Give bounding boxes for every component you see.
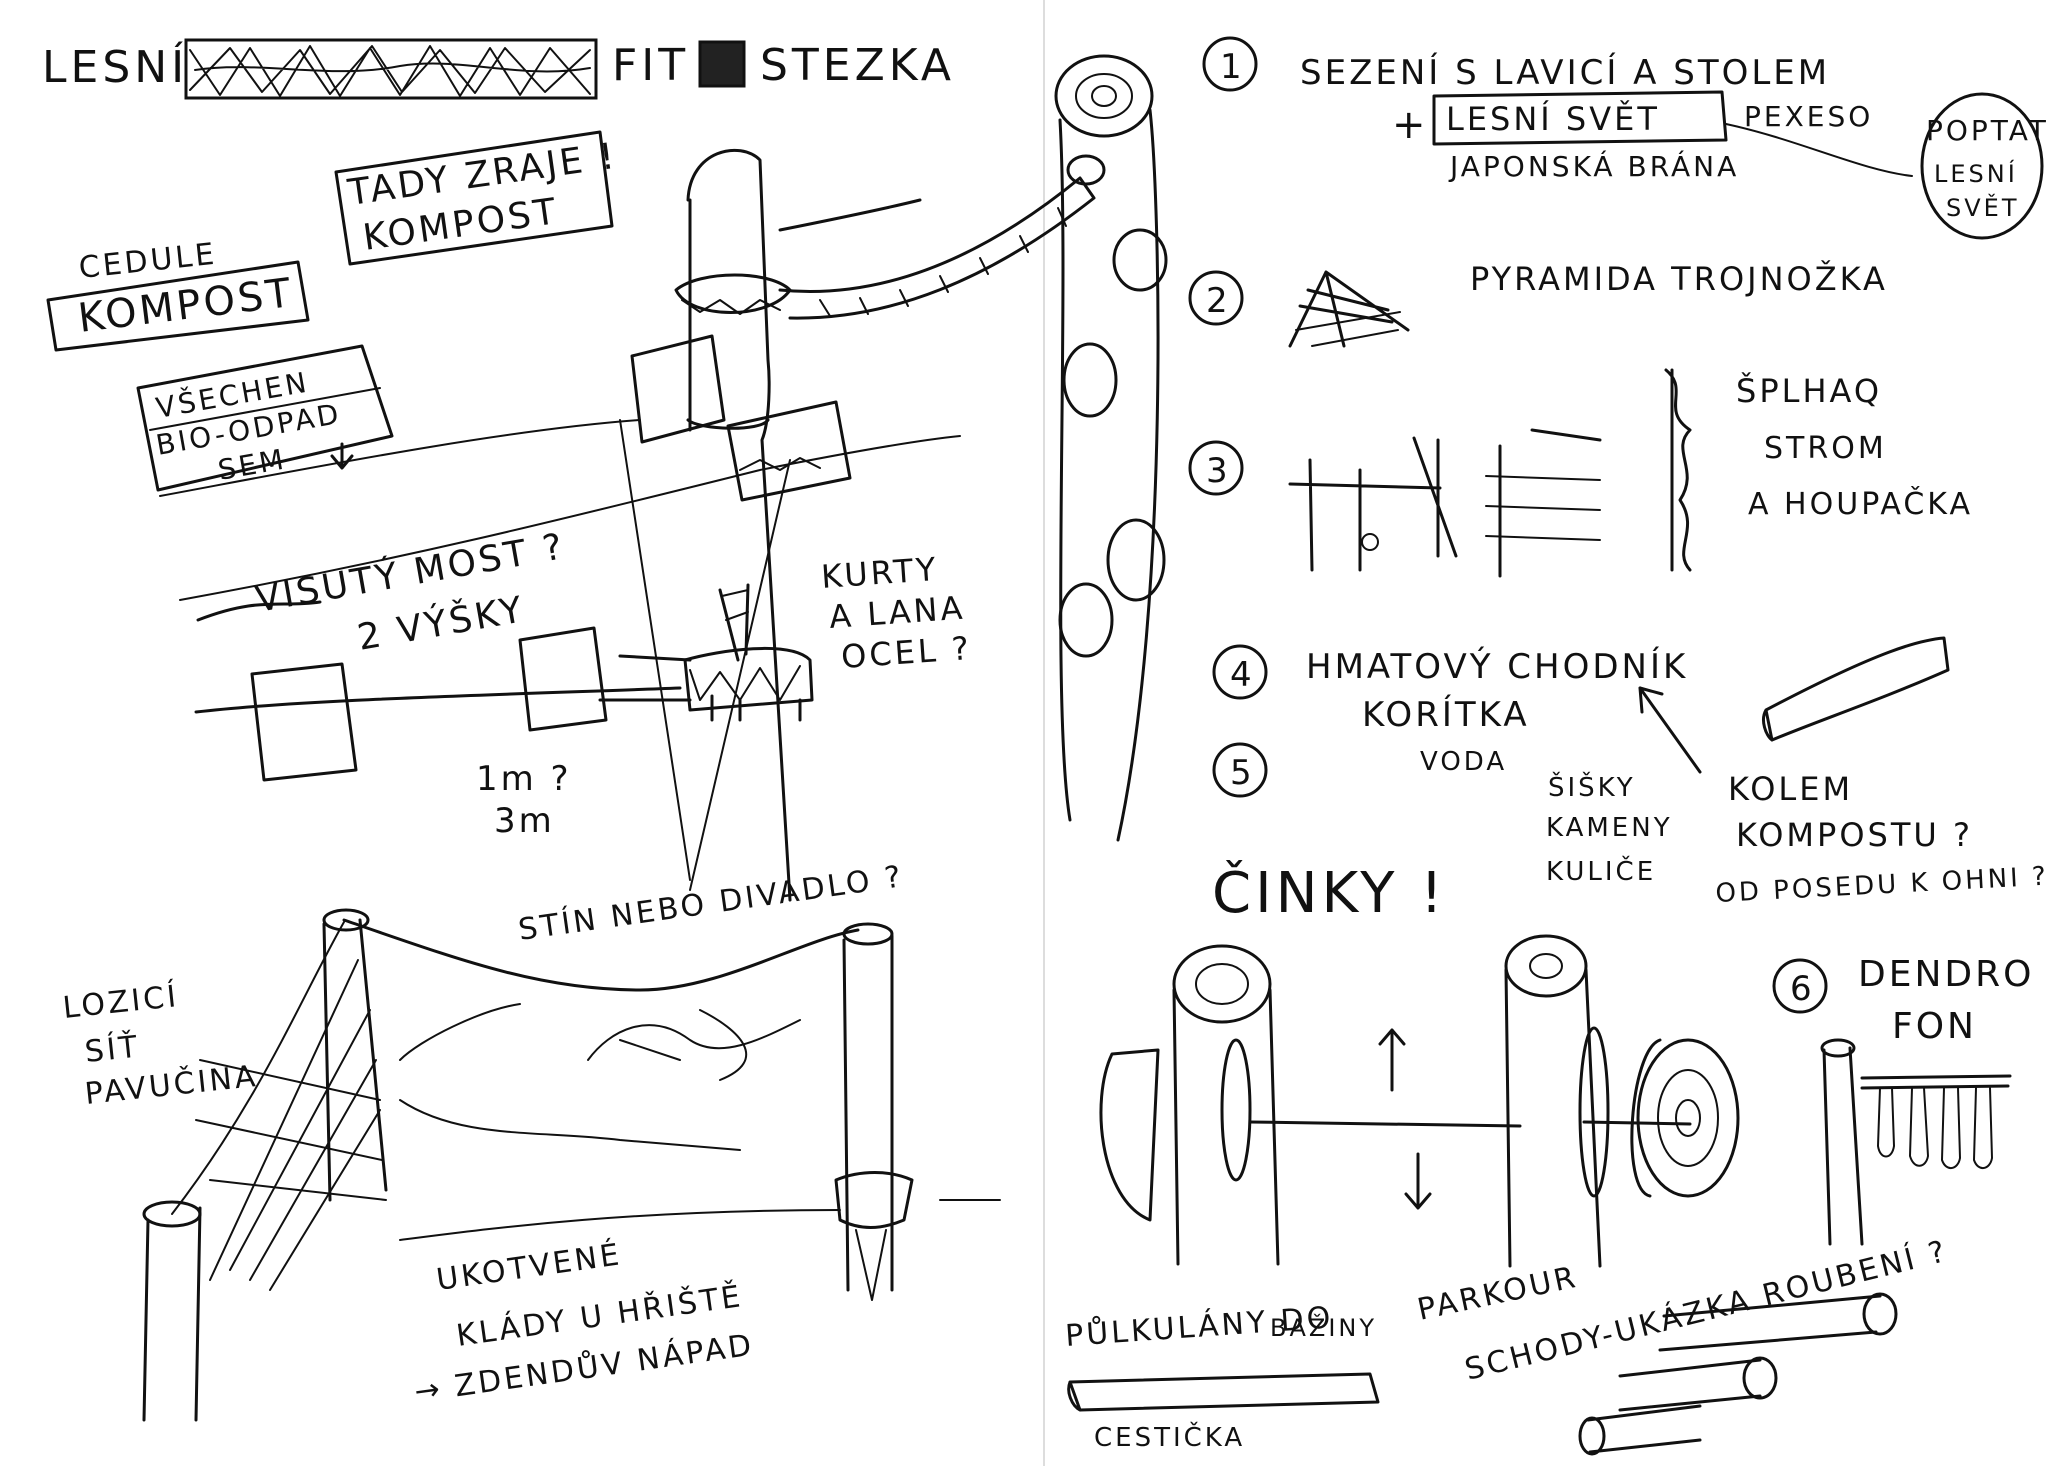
- material-1: ŠIŠKY: [1548, 771, 1636, 803]
- climb-line1: ŠPLHAQ: [1736, 371, 1882, 410]
- bio-sign: VŠECHEN BIO-ODPAD SEM: [136, 344, 394, 492]
- item-4-koritka: KORÍTKA: [1362, 694, 1530, 735]
- shade-label: STÍN NEBO DIVADLO ?: [516, 858, 906, 948]
- climbing-log: [1054, 54, 1168, 842]
- item-4-number: 4: [1230, 655, 1255, 695]
- cinky-text: ČINKY !: [1212, 861, 1447, 926]
- item-2-number: 2: [1206, 281, 1231, 321]
- item-1-pexeso: PEXESO: [1744, 100, 1873, 133]
- dimension-1m: 1m ?: [476, 759, 572, 799]
- kurty-line2: A LANA: [828, 589, 967, 636]
- cesticka-text: CESTIČKA: [1094, 1421, 1245, 1453]
- poptat-line2: LESNÍ: [1934, 159, 2018, 188]
- item-1: 1 SEZENÍ S LAVICÍ A STOLEM + LESNÍ SVĚT …: [1202, 36, 1913, 183]
- kolem-line1: KOLEM: [1728, 770, 1853, 808]
- item-1-number: 1: [1220, 47, 1245, 87]
- item-1-lesni-svet: LESNÍ SVĚT: [1446, 100, 1660, 138]
- net-line2: SÍŤ: [83, 1028, 142, 1070]
- dendrofon-line1: DENDRO: [1858, 954, 2034, 995]
- kolem-line3: OD POSEDU K OHNI ?: [1715, 862, 2048, 909]
- poptat-bubble: POPTAT LESNÍ SVĚT: [1920, 92, 2048, 240]
- parkour: PARKOUR SCHODY-UKÁZKA ROUBENÍ ?: [1414, 1233, 1951, 1456]
- shade-text: STÍN NEBO DIVADLO ?: [516, 858, 906, 948]
- item-3-number: 3: [1206, 451, 1231, 491]
- small-scribble: [698, 40, 746, 88]
- compost-tree: [159, 148, 1096, 902]
- item-6-dendrofon: 6 DENDRO FON: [1772, 954, 2034, 1246]
- pulkulany-line2: BAŽINY: [1270, 1313, 1377, 1342]
- anchored-label: UKOTVENÉ KLÁDY U HŘIŠTĚ → ZDENDŮV NÁPAD: [412, 1236, 756, 1410]
- kurty-line3: OCEL ?: [840, 629, 973, 676]
- item-6-number: 6: [1790, 969, 1815, 1009]
- schody-text: SCHODY-UKÁZKA ROUBENÍ ?: [1461, 1233, 1951, 1388]
- item-4: 4 HMATOVÝ CHODNÍK KORÍTKA VODA: [1212, 636, 1950, 777]
- item-1-japonska: JAPONSKÁ BRÁNA: [1448, 149, 1739, 183]
- material-3: KULIČE: [1546, 855, 1656, 887]
- item-1-plus: +: [1392, 102, 1429, 148]
- poptat-line3: SVĚT: [1946, 193, 2019, 222]
- title: LESNÍ FIT STEZKA: [42, 38, 955, 100]
- climb-line2: STROM: [1764, 431, 1887, 466]
- material-2: KAMENY: [1546, 813, 1673, 843]
- sign-bubble: TADY ZRAJE ! KOMPOST: [334, 130, 620, 266]
- cinky: ČINKY !: [1099, 861, 1740, 1268]
- item-1-text: SEZENÍ S LAVICÍ A STOLEM: [1300, 52, 1830, 93]
- item-4-voda: VODA: [1420, 747, 1507, 777]
- poptat-line1: POPTAT: [1926, 114, 2048, 147]
- dimension-3m: 3m: [494, 801, 555, 841]
- item-5: 5 ŠIŠKY KAMENY KULIČE: [1212, 686, 1702, 887]
- kolem-line2: KOMPOSTU ?: [1736, 816, 1973, 854]
- scribbled-out-word: [184, 38, 598, 100]
- dendrofon-line2: FON: [1892, 1006, 1977, 1047]
- title-word-fit: FIT: [612, 40, 689, 91]
- cedule-label: CEDULE KOMPOST: [46, 237, 310, 352]
- net-line1: LOZICÍ: [61, 978, 181, 1026]
- kolem-label: KOLEM KOMPOSTU ? OD POSEDU K OHNI ?: [1715, 770, 2048, 909]
- kurty-line1: KURTY: [820, 550, 940, 596]
- pulkulany: PŮLKULÁNY DO BAŽINY CESTIČKA: [1064, 1298, 1380, 1453]
- item-2-text: PYRAMIDA TROJNOŽKA: [1470, 260, 1888, 298]
- bridge-labels: VISUTÝ MOST ? 2 VÝŠKY: [196, 525, 568, 659]
- climb-line3: A HOUPAČKA: [1748, 485, 1973, 522]
- item-4-text: HMATOVÝ CHODNÍK: [1306, 646, 1688, 687]
- item-2: 2 PYRAMIDA TROJNOŽKA: [1188, 260, 1888, 348]
- kurty-label: KURTY A LANA OCEL ?: [820, 550, 973, 676]
- suspension-bridge: [194, 583, 814, 782]
- net-label: LOZICÍ SÍŤ PAVUČINA: [61, 978, 260, 1112]
- title-word-lesni: LESNÍ: [42, 40, 188, 93]
- item-5-number: 5: [1230, 753, 1255, 793]
- item-3: 3 ŠPLHAQ STROM A HOUPAČKA: [1188, 368, 1973, 578]
- anchored-line1: UKOTVENÉ: [434, 1236, 624, 1298]
- net-structure: [142, 908, 1001, 1422]
- title-word-stezka: STEZKA: [760, 40, 955, 91]
- parkour-text: PARKOUR: [1414, 1260, 1581, 1328]
- dimension-labels: 1m ? 3m: [476, 759, 572, 841]
